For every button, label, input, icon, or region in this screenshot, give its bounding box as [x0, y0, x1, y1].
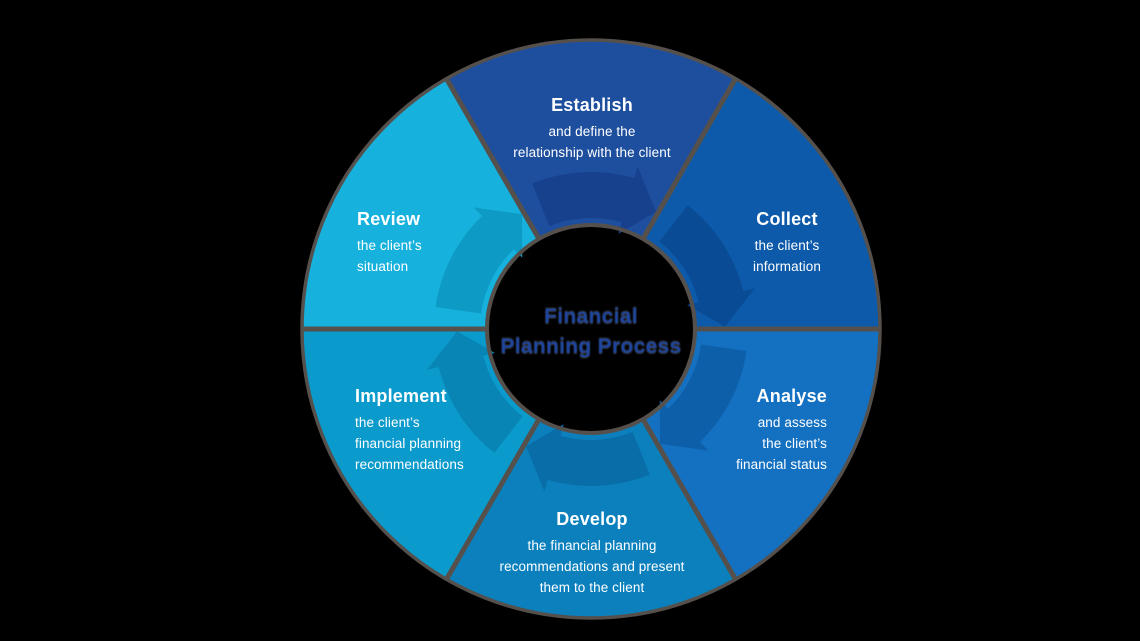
cycle-arrow-collect	[658, 205, 744, 303]
cycle-arrowhead-icon	[687, 288, 755, 327]
inner-ring	[485, 223, 697, 435]
cycle-arrowhead-icon	[427, 331, 495, 370]
segment-establish	[446, 40, 736, 239]
cycle-arrowhead-icon	[618, 166, 656, 234]
outer-ring	[300, 38, 882, 620]
segment-divider	[640, 77, 738, 241]
segment-develop	[446, 419, 736, 618]
cycle-arrow-review	[435, 216, 515, 315]
segment-divider	[444, 77, 542, 241]
cycle-arrow-implement	[438, 355, 524, 453]
cycle-arrow-analyse	[667, 343, 747, 442]
cycle-arrowhead-icon	[526, 424, 564, 492]
cycle-arrow-establish	[532, 172, 635, 227]
segment-divider	[444, 417, 542, 581]
cycle-arrowhead-icon	[659, 400, 709, 451]
cycle-arrow-develop	[547, 431, 650, 486]
cycle-arrowhead-icon	[473, 207, 523, 258]
segment-divider	[640, 417, 738, 581]
